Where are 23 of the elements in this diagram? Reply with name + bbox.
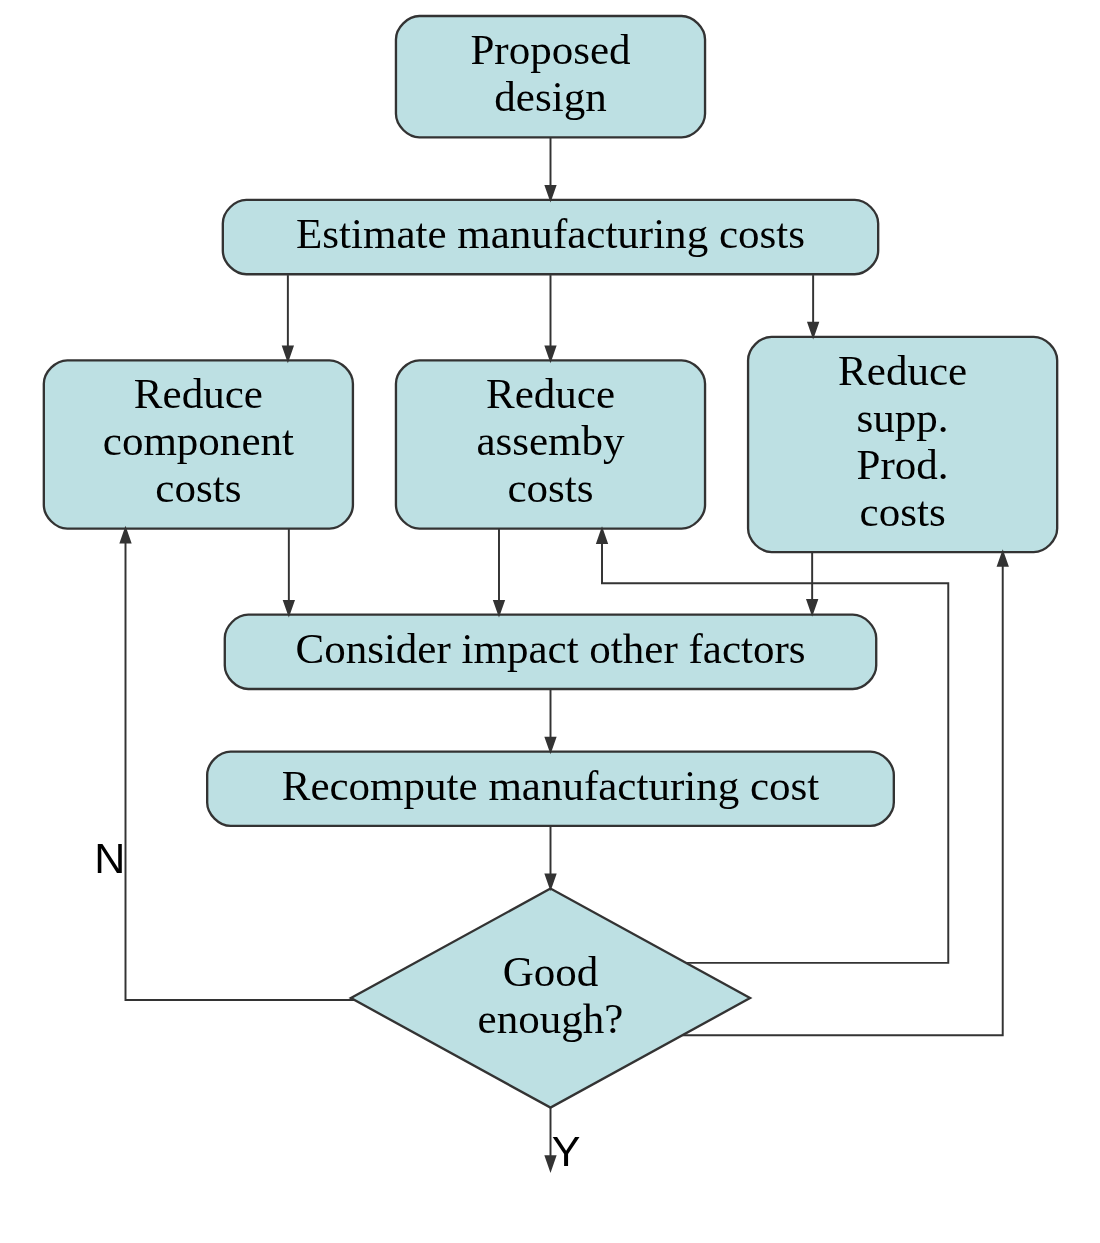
node-box: Reduce supp. Prod. costs	[746, 335, 1058, 554]
node-box: Proposed design	[394, 14, 706, 139]
arrow	[281, 274, 294, 364]
node-box: Reduce component costs	[42, 359, 354, 530]
arrow	[806, 274, 819, 340]
node-box: Reduce assemby costs	[394, 359, 706, 530]
arrow	[543, 825, 557, 892]
arrow	[492, 527, 505, 618]
arrow	[681, 549, 1009, 1037]
arrow	[595, 526, 949, 964]
edge-label: N	[93, 834, 125, 883]
node-box: Estimate manufacturing costs	[221, 198, 879, 276]
node-box: Recompute manufacturing cost	[205, 750, 895, 828]
node-box: Consider impact other factors	[223, 613, 877, 691]
arrow	[805, 551, 818, 617]
arrow	[543, 688, 557, 755]
arrow	[543, 136, 557, 203]
arrow	[543, 274, 557, 364]
node-diamond: Good enough?	[348, 887, 752, 1109]
edge-label: Y	[551, 1127, 580, 1176]
arrow	[543, 1106, 557, 1173]
arrow	[282, 527, 295, 618]
arrow	[118, 525, 355, 1001]
